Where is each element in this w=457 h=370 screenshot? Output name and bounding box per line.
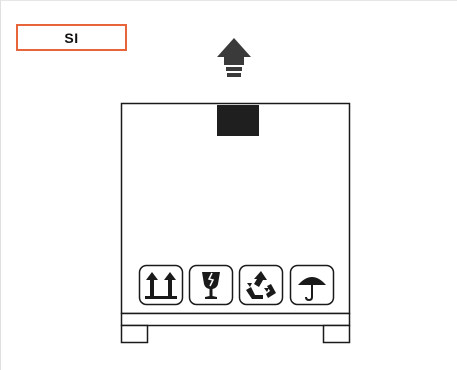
recycle-icon bbox=[240, 266, 283, 305]
up-arrow-icon bbox=[217, 38, 251, 77]
this-way-up-icon bbox=[140, 266, 183, 305]
keep-dry-umbrella-icon bbox=[291, 266, 334, 305]
fragile-glass-icon bbox=[190, 266, 233, 305]
pallet bbox=[122, 314, 350, 343]
tape-strip bbox=[217, 105, 259, 136]
